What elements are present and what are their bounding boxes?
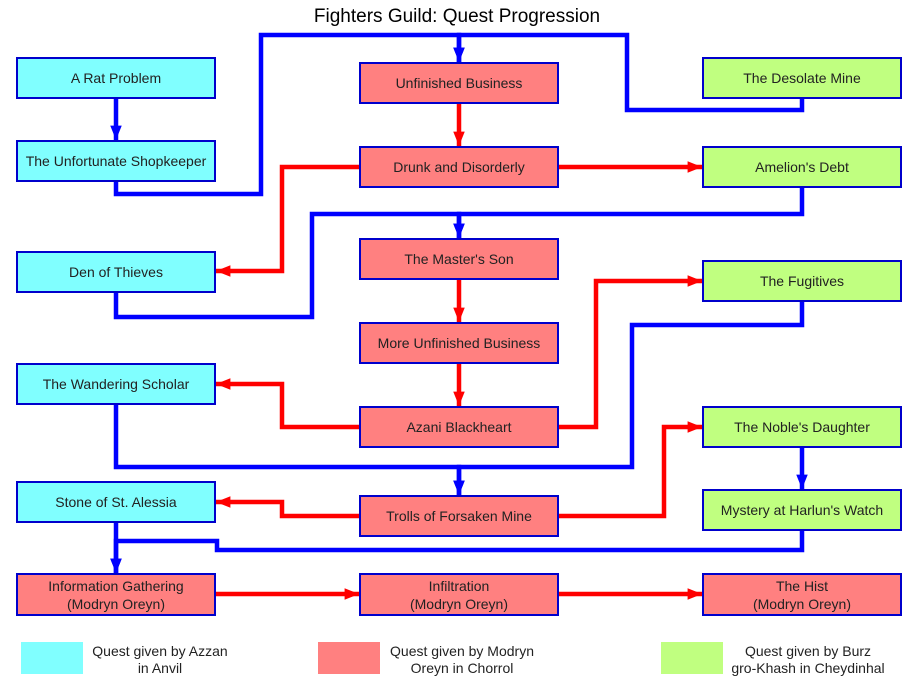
- diagram-title: Fighters Guild: Quest Progression: [313, 6, 601, 27]
- edge-harlun-to-info-gathering: [110, 531, 805, 573]
- quest-the-hist[interactable]: The Hist (Modryn Oreyn): [702, 573, 902, 616]
- quest-the-fugitives[interactable]: The Fugitives: [702, 260, 902, 302]
- legend-label-modryn: Quest given by Modryn Oreyn in Chorrol: [390, 643, 534, 676]
- legend-swatch-azzan: [21, 642, 83, 674]
- quest-azani-blackheart[interactable]: Azani Blackheart: [359, 406, 559, 448]
- quest-the-nobles-daughter[interactable]: The Noble's Daughter: [702, 406, 902, 448]
- legend-label-azzan: Quest given by Azzan in Anvil: [92, 643, 228, 676]
- quest-a-rat-problem[interactable]: A Rat Problem: [16, 57, 216, 99]
- quest-amelions-debt[interactable]: Amelion's Debt: [702, 146, 902, 188]
- quest-mystery-at-harluns-watch[interactable]: Mystery at Harlun's Watch: [702, 489, 902, 531]
- edge-trolls-to-nobles-daughter: [559, 421, 702, 519]
- quest-more-unfinished-business[interactable]: More Unfinished Business: [359, 322, 559, 364]
- quest-stone-of-st-alessia[interactable]: Stone of St. Alessia: [16, 481, 216, 523]
- quest-den-of-thieves[interactable]: Den of Thieves: [16, 251, 216, 293]
- edge-trolls-to-stone-alessia: [216, 496, 359, 519]
- edge-azani-to-wandering-scholar: [216, 378, 359, 430]
- edge-azani-to-fugitives: [559, 275, 702, 430]
- quest-infiltration[interactable]: Infiltration (Modryn Oreyn): [359, 573, 559, 616]
- quest-the-unfortunate-shopkeeper[interactable]: The Unfortunate Shopkeeper: [16, 140, 216, 182]
- quest-information-gathering[interactable]: Information Gathering (Modryn Oreyn): [16, 573, 216, 616]
- legend-swatch-modryn: [318, 642, 380, 674]
- legend-label-burz: Quest given by Burz gro-Khash in Cheydin…: [731, 643, 885, 676]
- quest-the-wandering-scholar[interactable]: The Wandering Scholar: [16, 363, 216, 405]
- legend-swatch-burz: [661, 642, 723, 674]
- quest-the-masters-son[interactable]: The Master's Son: [359, 238, 559, 280]
- quest-unfinished-business[interactable]: Unfinished Business: [359, 62, 559, 104]
- edge-drunk-disorderly-to-den-of-thieves: [216, 164, 359, 277]
- quest-trolls-of-forsaken-mine[interactable]: Trolls of Forsaken Mine: [359, 495, 559, 537]
- edge-fugitives-to-trolls: [453, 302, 805, 495]
- quest-the-desolate-mine[interactable]: The Desolate Mine: [702, 57, 902, 99]
- edge-amelion-to-masters-son: [453, 188, 805, 238]
- quest-drunk-and-disorderly[interactable]: Drunk and Disorderly: [359, 146, 559, 188]
- edge-desolate-mine-to-unfinished-business: [453, 32, 805, 113]
